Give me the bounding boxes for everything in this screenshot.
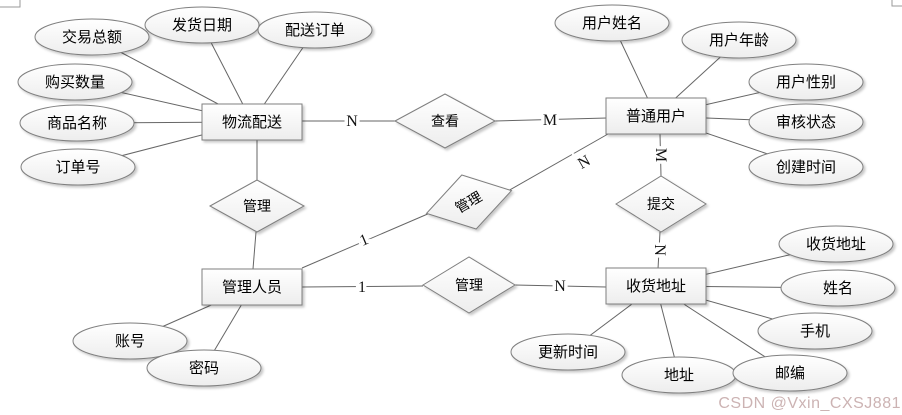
attribute-label: 地址 [664, 367, 694, 384]
attribute-update-time: 更新时间 [510, 333, 626, 371]
attribute-label: 账号 [115, 333, 145, 350]
edge-view-user [494, 117, 608, 122]
attribute-label: 用户性别 [776, 74, 836, 91]
edge-manageuser-user [507, 133, 609, 192]
attribute-label: 姓名 [823, 280, 853, 297]
entity-address: 收货地址 [605, 267, 707, 305]
edge-user-submit [659, 133, 662, 177]
edge-manage-admin [252, 231, 257, 270]
entity-rects: 物流配送 普通用户 管理人员 收货地址 [201, 97, 707, 306]
attribute-label: 购买数量 [45, 74, 105, 91]
attribute-audit-status: 审核状态 [748, 103, 864, 141]
attribute-user-gender: 用户性别 [748, 63, 864, 101]
attribute-label: 收货地址 [806, 236, 866, 253]
relationship-diamonds: 查看 管理 管理 提交 管理 [208, 93, 707, 314]
attribute-label: 用户年龄 [709, 32, 769, 49]
relationship-label: 管理 [455, 277, 483, 293]
attribute-product-name: 商品名称 [19, 104, 135, 142]
entity-label: 普通用户 [626, 108, 686, 125]
attribute-label: 审核状态 [776, 114, 836, 131]
entity-user: 普通用户 [605, 97, 707, 135]
attribute-label: 发货日期 [172, 17, 232, 34]
attribute-label: 更新时间 [538, 344, 598, 361]
cardinality-manageuser-n: N [575, 152, 594, 173]
watermark: CSDN @Vxin_CXSJ881 [718, 395, 901, 412]
attribute-delivery-order: 配送订单 [257, 11, 373, 49]
relationship-manage-address: 管理 [422, 256, 516, 314]
attribute-ship-date: 发货日期 [144, 6, 260, 44]
attribute-user-name: 用户姓名 [554, 4, 670, 42]
corner-artifact-topright [891, 0, 902, 7]
attribute-label: 密码 [189, 360, 219, 377]
cardinality-manageuser-1: 1 [357, 231, 371, 250]
attribute-purchase-qty: 购买数量 [17, 63, 133, 101]
attribute-shipping-address: 收货地址 [778, 225, 894, 263]
attribute-transaction-total: 交易总额 [34, 18, 150, 56]
entity-admin: 管理人员 [201, 268, 303, 306]
relationship-label: 查看 [431, 113, 459, 129]
attribute-label: 邮编 [775, 365, 805, 382]
cardinality-manageaddr-1: 1 [358, 279, 366, 296]
corner-artifact-topleft [0, 0, 21, 8]
attribute-order-no: 订单号 [20, 148, 136, 186]
edge-submit-address [657, 231, 661, 270]
relationship-label: 管理 [243, 198, 271, 214]
attribute-mobile: 手机 [757, 312, 873, 350]
entity-label: 物流配送 [222, 114, 282, 131]
edge-admin-manageuser [301, 212, 431, 269]
cardinality-submit-n: N [651, 244, 668, 256]
cardinality-manageaddr-n: N [554, 278, 566, 295]
attribute-address: 地址 [621, 356, 737, 394]
attribute-ellipses: 交易总额 发货日期 配送订单 购买数量 商品名称 订单号 用户姓名 用户年龄 [17, 4, 896, 394]
attribute-zipcode: 邮编 [732, 354, 848, 392]
attribute-password: 密码 [146, 349, 262, 387]
attribute-label: 手机 [800, 323, 830, 340]
attribute-account: 账号 [72, 322, 188, 360]
attribute-label: 用户姓名 [582, 15, 642, 32]
edge-manageaddr-address [514, 284, 607, 288]
cardinality-view-n: N [346, 113, 358, 130]
attribute-label: 创建时间 [776, 159, 836, 176]
relationship-manage-logistics: 管理 [208, 179, 306, 233]
cardinality-view-m: M [543, 112, 557, 129]
entity-label: 收货地址 [626, 278, 686, 295]
attribute-label: 订单号 [55, 159, 100, 176]
entity-logistics: 物流配送 [201, 103, 303, 141]
edge-admin-manageaddr [301, 285, 424, 288]
attribute-create-time: 创建时间 [748, 148, 864, 186]
attribute-user-age: 用户年龄 [681, 21, 797, 59]
relationship-submit: 提交 [615, 175, 707, 233]
relationship-view: 查看 [393, 93, 497, 149]
attribute-label: 商品名称 [47, 115, 107, 132]
entity-label: 管理人员 [222, 279, 282, 296]
relationship-label: 提交 [647, 196, 675, 212]
attribute-receiver-name: 姓名 [780, 269, 896, 307]
attribute-label: 配送订单 [285, 22, 345, 39]
attribute-label: 交易总额 [62, 28, 122, 46]
relationship-manage-user: 管理 [425, 174, 513, 230]
cardinality-submit-m: M [652, 148, 669, 162]
